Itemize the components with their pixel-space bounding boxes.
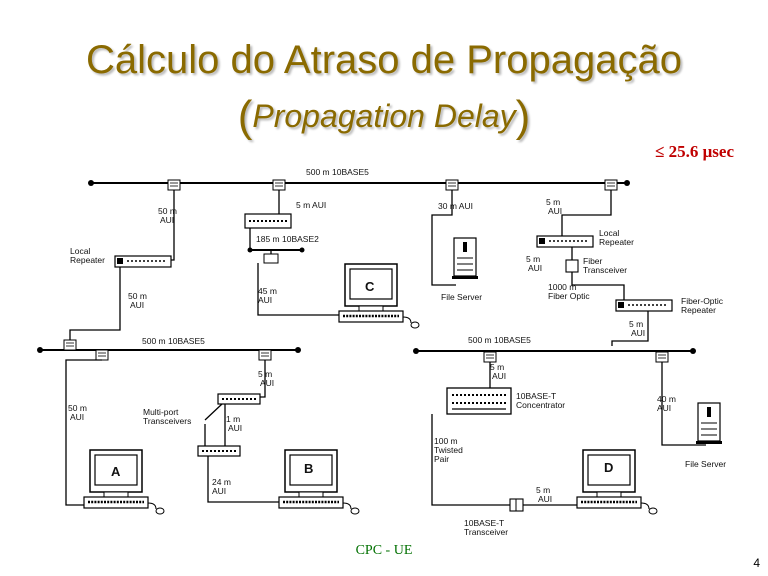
fiber-transceiver-icon	[565, 259, 579, 273]
transceiver-icon	[272, 179, 286, 191]
twisted-pair-line2: Twisted	[434, 445, 463, 455]
delay-limit-label: ≤ 25.6 μsec	[655, 142, 734, 161]
tbaset-transceiver-line1: 10BASE-T	[464, 518, 504, 528]
concentrator-icon	[446, 387, 512, 415]
transceiver-icon	[604, 179, 618, 191]
file-server-top-icon	[451, 237, 479, 280]
concentrator-line1: 10BASE-T	[516, 391, 556, 401]
subtitle-close-paren: )	[515, 92, 531, 141]
local-repeater-right-line2: Repeater	[599, 237, 634, 247]
aui-5-multiport-label: 5 m AUI	[296, 200, 326, 210]
local-repeater-left-line1: Local	[70, 246, 90, 256]
aui-30-label: 30 m AUI	[438, 201, 473, 211]
thin-coax-label: 185 m 10BASE2	[256, 234, 319, 244]
fiber-optic-repeater-line2: Repeater	[681, 305, 716, 315]
subtitle-text: Propagation Delay	[252, 98, 516, 134]
local-repeater-right-line1: Local	[599, 228, 619, 238]
aui-label: AUI	[657, 403, 671, 413]
aui-label: AUI	[492, 371, 506, 381]
aui-label: AUI	[160, 215, 174, 225]
file-server-right-label: File Server	[685, 459, 726, 469]
fiber-optic-line2: Fiber Optic	[548, 291, 590, 301]
aui-label: AUI	[631, 328, 645, 338]
transceiver-icon	[63, 339, 77, 351]
terminator-icon	[624, 180, 630, 186]
computer-a-icon	[82, 448, 166, 516]
transceiver-icon	[445, 179, 459, 191]
multiport-box-icon	[244, 213, 292, 229]
transceiver-icon	[258, 349, 272, 361]
fiber-optic-repeater-line1: Fiber-Optic	[681, 296, 724, 306]
transceiver-icon	[95, 349, 109, 361]
aui-5-fiber-label: 5 m	[526, 254, 540, 264]
aui-label: AUI	[548, 206, 562, 216]
multiport-transceivers-line2: Transceivers	[143, 416, 191, 426]
aui-5-conc-label: 5 m	[490, 362, 504, 372]
computer-d-label: D	[604, 460, 613, 475]
page-number: 4	[753, 556, 760, 570]
aui-1-label: 1 m	[226, 414, 240, 424]
transceiver-icon	[263, 253, 279, 264]
aui-5-d-label: 5 m	[536, 485, 550, 495]
aui-label: AUI	[212, 486, 226, 496]
fiber-transceiver-line1: Fiber	[583, 256, 603, 266]
aui-label: AUI	[130, 300, 144, 310]
terminator-icon	[88, 180, 94, 186]
slide-subtitle: (Propagation Delay)	[0, 92, 768, 142]
aui-label: AUI	[258, 295, 272, 305]
slide-title: Cálculo do Atraso de Propagação	[86, 38, 682, 82]
aui-5-right-label: 5 m	[546, 197, 560, 207]
computer-c-label: C	[365, 279, 375, 294]
local-repeater-right-icon	[536, 235, 594, 248]
aui-5-left-label: 5 m	[258, 369, 272, 379]
aui-label: AUI	[260, 378, 274, 388]
computer-b-label: B	[304, 461, 313, 476]
aui-label: AUI	[528, 263, 542, 273]
aui-24-label: 24 m	[212, 477, 231, 487]
aui-5-fo-label: 5 m	[629, 319, 643, 329]
aui-50-b-label: 50 m	[128, 291, 147, 301]
subtitle-open-paren: (	[237, 92, 253, 141]
twisted-pair-line1: 100 m	[434, 436, 458, 446]
local-repeater-left-line2: Repeater	[70, 255, 105, 265]
aui-label: AUI	[538, 494, 552, 504]
right-backbone-label: 500 m 10BASE5	[468, 335, 531, 345]
transceiver-icon	[167, 179, 181, 191]
fiber-transceiver-line2: Transceiver	[583, 265, 627, 275]
tbaset-transceiver-line2: Transceiver	[464, 527, 508, 537]
computer-b-icon	[277, 448, 361, 516]
file-server-right-icon	[695, 402, 723, 445]
twisted-pair-line3: Pair	[434, 454, 449, 464]
transceiver-icon	[655, 351, 669, 363]
transceiver-icon	[483, 351, 497, 363]
fiber-optic-line1: 1000 m	[548, 282, 576, 292]
computer-c-icon	[337, 262, 421, 330]
aui-label: AUI	[228, 423, 242, 433]
computer-a-label: A	[111, 464, 121, 479]
top-backbone-label: 500 m 10BASE5	[306, 167, 369, 177]
aui-45-label: 45 m	[258, 286, 277, 296]
file-server-top-label: File Server	[441, 292, 482, 302]
aui-50-left-label: 50 m	[68, 403, 87, 413]
computer-d-icon	[575, 448, 659, 516]
multiport-transceivers-line1: Multi-port	[143, 407, 179, 417]
aui-40-label: 40 m	[657, 394, 676, 404]
aui-label: AUI	[70, 412, 84, 422]
local-repeater-left-icon	[114, 255, 172, 268]
fiber-optic-repeater-icon	[615, 299, 673, 312]
concentrator-line2: Concentrator	[516, 400, 565, 410]
aui-50-label: 50 m	[158, 206, 177, 216]
left-backbone-label: 500 m 10BASE5	[142, 336, 205, 346]
footer-text: CPC - UE	[355, 543, 413, 558]
